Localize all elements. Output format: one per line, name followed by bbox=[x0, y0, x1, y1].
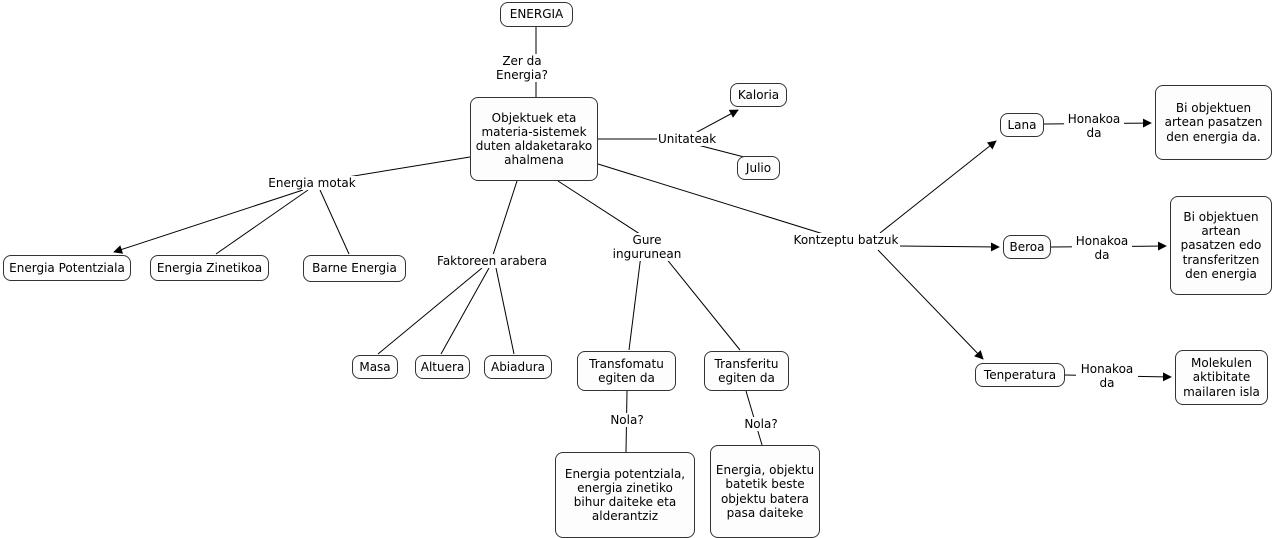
link-label-nola-transfomatu[interactable]: Nola? bbox=[607, 413, 647, 428]
node-lana-detail[interactable]: Bi objektuen artean pasatzen den energia… bbox=[1155, 85, 1272, 160]
node-energia-potentziala[interactable]: Energia Potentziala bbox=[3, 255, 131, 281]
node-tenperatura-detail[interactable]: Molekulen aktibitate mailaren isla bbox=[1175, 350, 1268, 405]
node-lana[interactable]: Lana bbox=[1000, 113, 1044, 137]
link-label-honakoa-da-lana[interactable]: Honakoa da bbox=[1064, 112, 1124, 141]
node-energia-zinetikoa[interactable]: Energia Zinetikoa bbox=[150, 255, 269, 281]
link-label-unitateak[interactable]: Unitateak bbox=[657, 132, 717, 147]
edge-motak-potentziala bbox=[113, 189, 304, 254]
edge-gure-transfomatu bbox=[628, 246, 643, 351]
edge-faktoreen-abiadura bbox=[495, 267, 515, 355]
link-label-energia-motak[interactable]: Energia motak bbox=[266, 176, 358, 191]
link-label-kontzeptu-batzuk[interactable]: Kontzeptu batzuk bbox=[792, 233, 900, 248]
node-tenperatura[interactable]: Tenperatura bbox=[975, 363, 1065, 387]
edge-motak-zinetikoa bbox=[215, 189, 309, 255]
node-kaloria[interactable]: Kaloria bbox=[730, 83, 787, 107]
link-label-gure-ingurunean[interactable]: Gure ingurunean bbox=[596, 233, 698, 262]
edge-faktoreen-altuera bbox=[440, 267, 490, 355]
link-label-nola-transferitu[interactable]: Nola? bbox=[741, 417, 781, 432]
edge-gure-transferitu bbox=[656, 246, 741, 351]
node-masa[interactable]: Masa bbox=[352, 355, 398, 379]
node-beroa-detail[interactable]: Bi objektuen artean pasatzen edo transfe… bbox=[1170, 196, 1272, 295]
link-label-honakoa-da-tenperatura[interactable]: Honakoa da bbox=[1076, 362, 1138, 391]
link-label-zer-da-energia[interactable]: Zer da Energia? bbox=[476, 54, 568, 83]
node-transferitu[interactable]: Transferitu egiten da bbox=[704, 351, 789, 391]
edge-motak-barne bbox=[319, 189, 350, 255]
link-label-faktoreen-arabera[interactable]: Faktoreen arabera bbox=[436, 254, 548, 269]
node-transform-detail[interactable]: Energia potentziala, energia zinetiko bi… bbox=[555, 452, 695, 538]
edge-kontzeptu-beroa bbox=[898, 242, 1000, 252]
node-barne-energia[interactable]: Barne Energia bbox=[303, 255, 406, 282]
node-julio[interactable]: Julio bbox=[737, 156, 780, 180]
edge-faktoreen-masa bbox=[377, 267, 483, 355]
node-energia[interactable]: ENERGIA bbox=[500, 2, 573, 27]
node-central-definition[interactable]: Objektuek eta materia-sistemek duten ald… bbox=[470, 97, 598, 181]
edge-central-faktoreen bbox=[491, 180, 518, 259]
node-abiadura[interactable]: Abiadura bbox=[484, 355, 552, 379]
node-altuera[interactable]: Altuera bbox=[415, 355, 470, 379]
node-transfomatu[interactable]: Transfomatu egiten da bbox=[577, 351, 676, 391]
edge-kontzeptu-tenperatura bbox=[877, 249, 984, 360]
edge-kontzeptu-lana bbox=[879, 140, 997, 234]
edge-central-gure bbox=[557, 180, 647, 239]
link-label-honakoa-da-beroa[interactable]: Honakoa da bbox=[1072, 234, 1132, 263]
edge-central-kontzeptu bbox=[597, 163, 847, 242]
node-transfer-detail[interactable]: Energia, objektu batetik beste objektu b… bbox=[710, 445, 820, 538]
node-beroa[interactable]: Beroa bbox=[1003, 235, 1051, 259]
